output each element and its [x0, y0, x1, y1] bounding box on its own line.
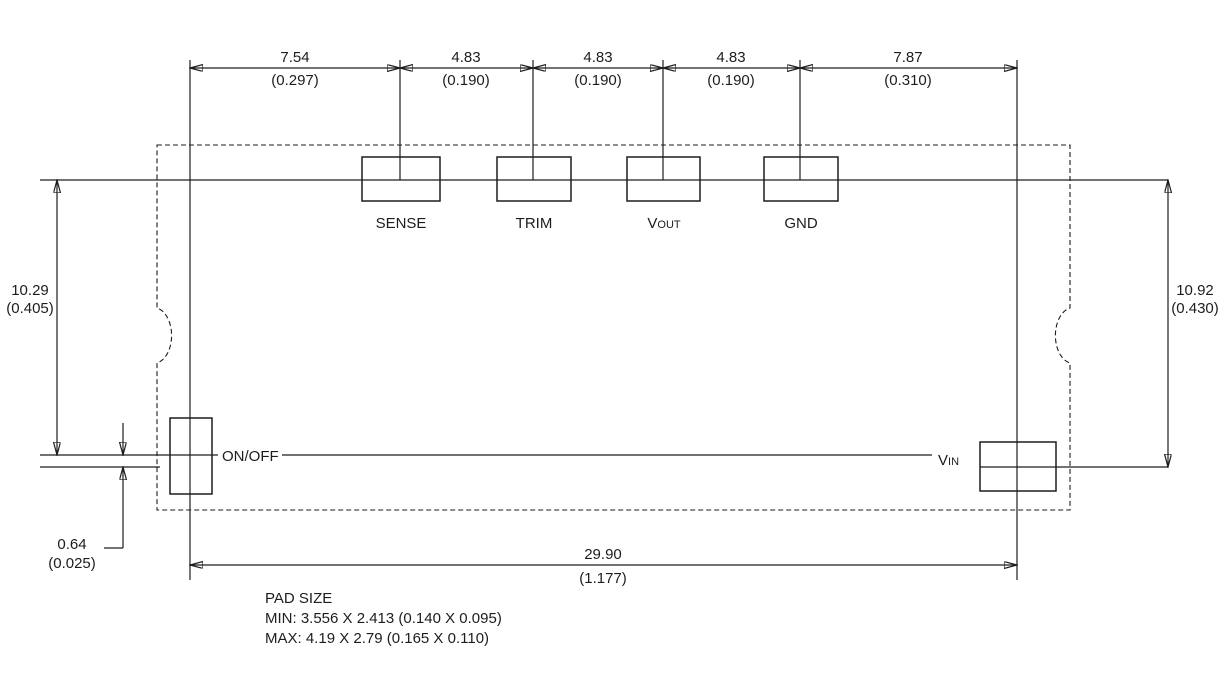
dimension-texts: 7.54 (0.297) 4.83 (0.190) 4.83 (0.190) 4…: [6, 49, 1219, 587]
dim-text-top-5-mm: 7.87: [893, 49, 922, 66]
dim-text-right-mm: 10.92: [1176, 282, 1214, 299]
pad-onoff: [169, 417, 213, 495]
dim-text-offset-mm: 0.64: [57, 536, 86, 553]
dim-text-top-2-in: (0.190): [442, 72, 490, 89]
pad-size-note: PAD SIZE MIN: 3.556 X 2.413 (0.140 X 0.0…: [265, 590, 502, 647]
label-vout-sub: OUT: [657, 219, 681, 231]
dim-text-top-4-mm: 4.83: [716, 49, 745, 66]
extension-lines: [189, 60, 1018, 580]
pad-vout: [626, 156, 701, 202]
pad-size-max: MAX: 4.19 X 2.79 (0.165 X 0.110): [265, 630, 489, 647]
label-vin: VIN: [938, 452, 959, 469]
label-gnd: GND: [784, 215, 818, 232]
module-outline: [156, 144, 1071, 511]
pads: [169, 156, 1057, 495]
pad-gnd: [763, 156, 839, 202]
pad-size-title: PAD SIZE: [265, 590, 332, 607]
label-onoff: ON/OFF: [222, 448, 279, 465]
label-vin-sub: IN: [948, 456, 959, 468]
dim-text-top-2-mm: 4.83: [451, 49, 480, 66]
dim-text-top-3-in: (0.190): [574, 72, 622, 89]
dim-text-left-in: (0.405): [6, 300, 54, 317]
label-vout-base: V: [647, 215, 657, 232]
dim-text-right-in: (0.430): [1171, 300, 1219, 317]
dim-text-top-1-mm: 7.54: [280, 49, 309, 66]
pad-size-min: MIN: 3.556 X 2.413 (0.140 X 0.095): [265, 610, 502, 627]
dimension-lines: [57, 68, 1168, 565]
pin-centerlines: [40, 179, 1168, 468]
dim-text-top-5-in: (0.310): [884, 72, 932, 89]
label-vin-base: V: [938, 452, 948, 469]
pin-labels: SENSE TRIM VOUT GND ON/OFF VIN: [218, 215, 978, 469]
dim-text-bottom-mm: 29.90: [584, 546, 622, 563]
pad-sense: [361, 156, 441, 202]
label-vin-mask: [932, 450, 978, 468]
dim-text-left-mm: 10.29: [11, 282, 49, 299]
pad-trim: [496, 156, 572, 202]
module-outline-group: [156, 144, 1071, 511]
label-onoff-mask: [218, 446, 282, 464]
dim-text-bottom-in: (1.177): [579, 570, 627, 587]
dim-text-offset-in: (0.025): [48, 555, 96, 572]
label-trim: TRIM: [516, 215, 553, 232]
pad-vin: [979, 441, 1057, 492]
dim-text-top-4-in: (0.190): [707, 72, 755, 89]
label-vout: VOUT: [647, 215, 681, 232]
label-sense: SENSE: [376, 215, 427, 232]
dim-text-top-1-in: (0.297): [271, 72, 319, 89]
dim-text-top-3-mm: 4.83: [583, 49, 612, 66]
